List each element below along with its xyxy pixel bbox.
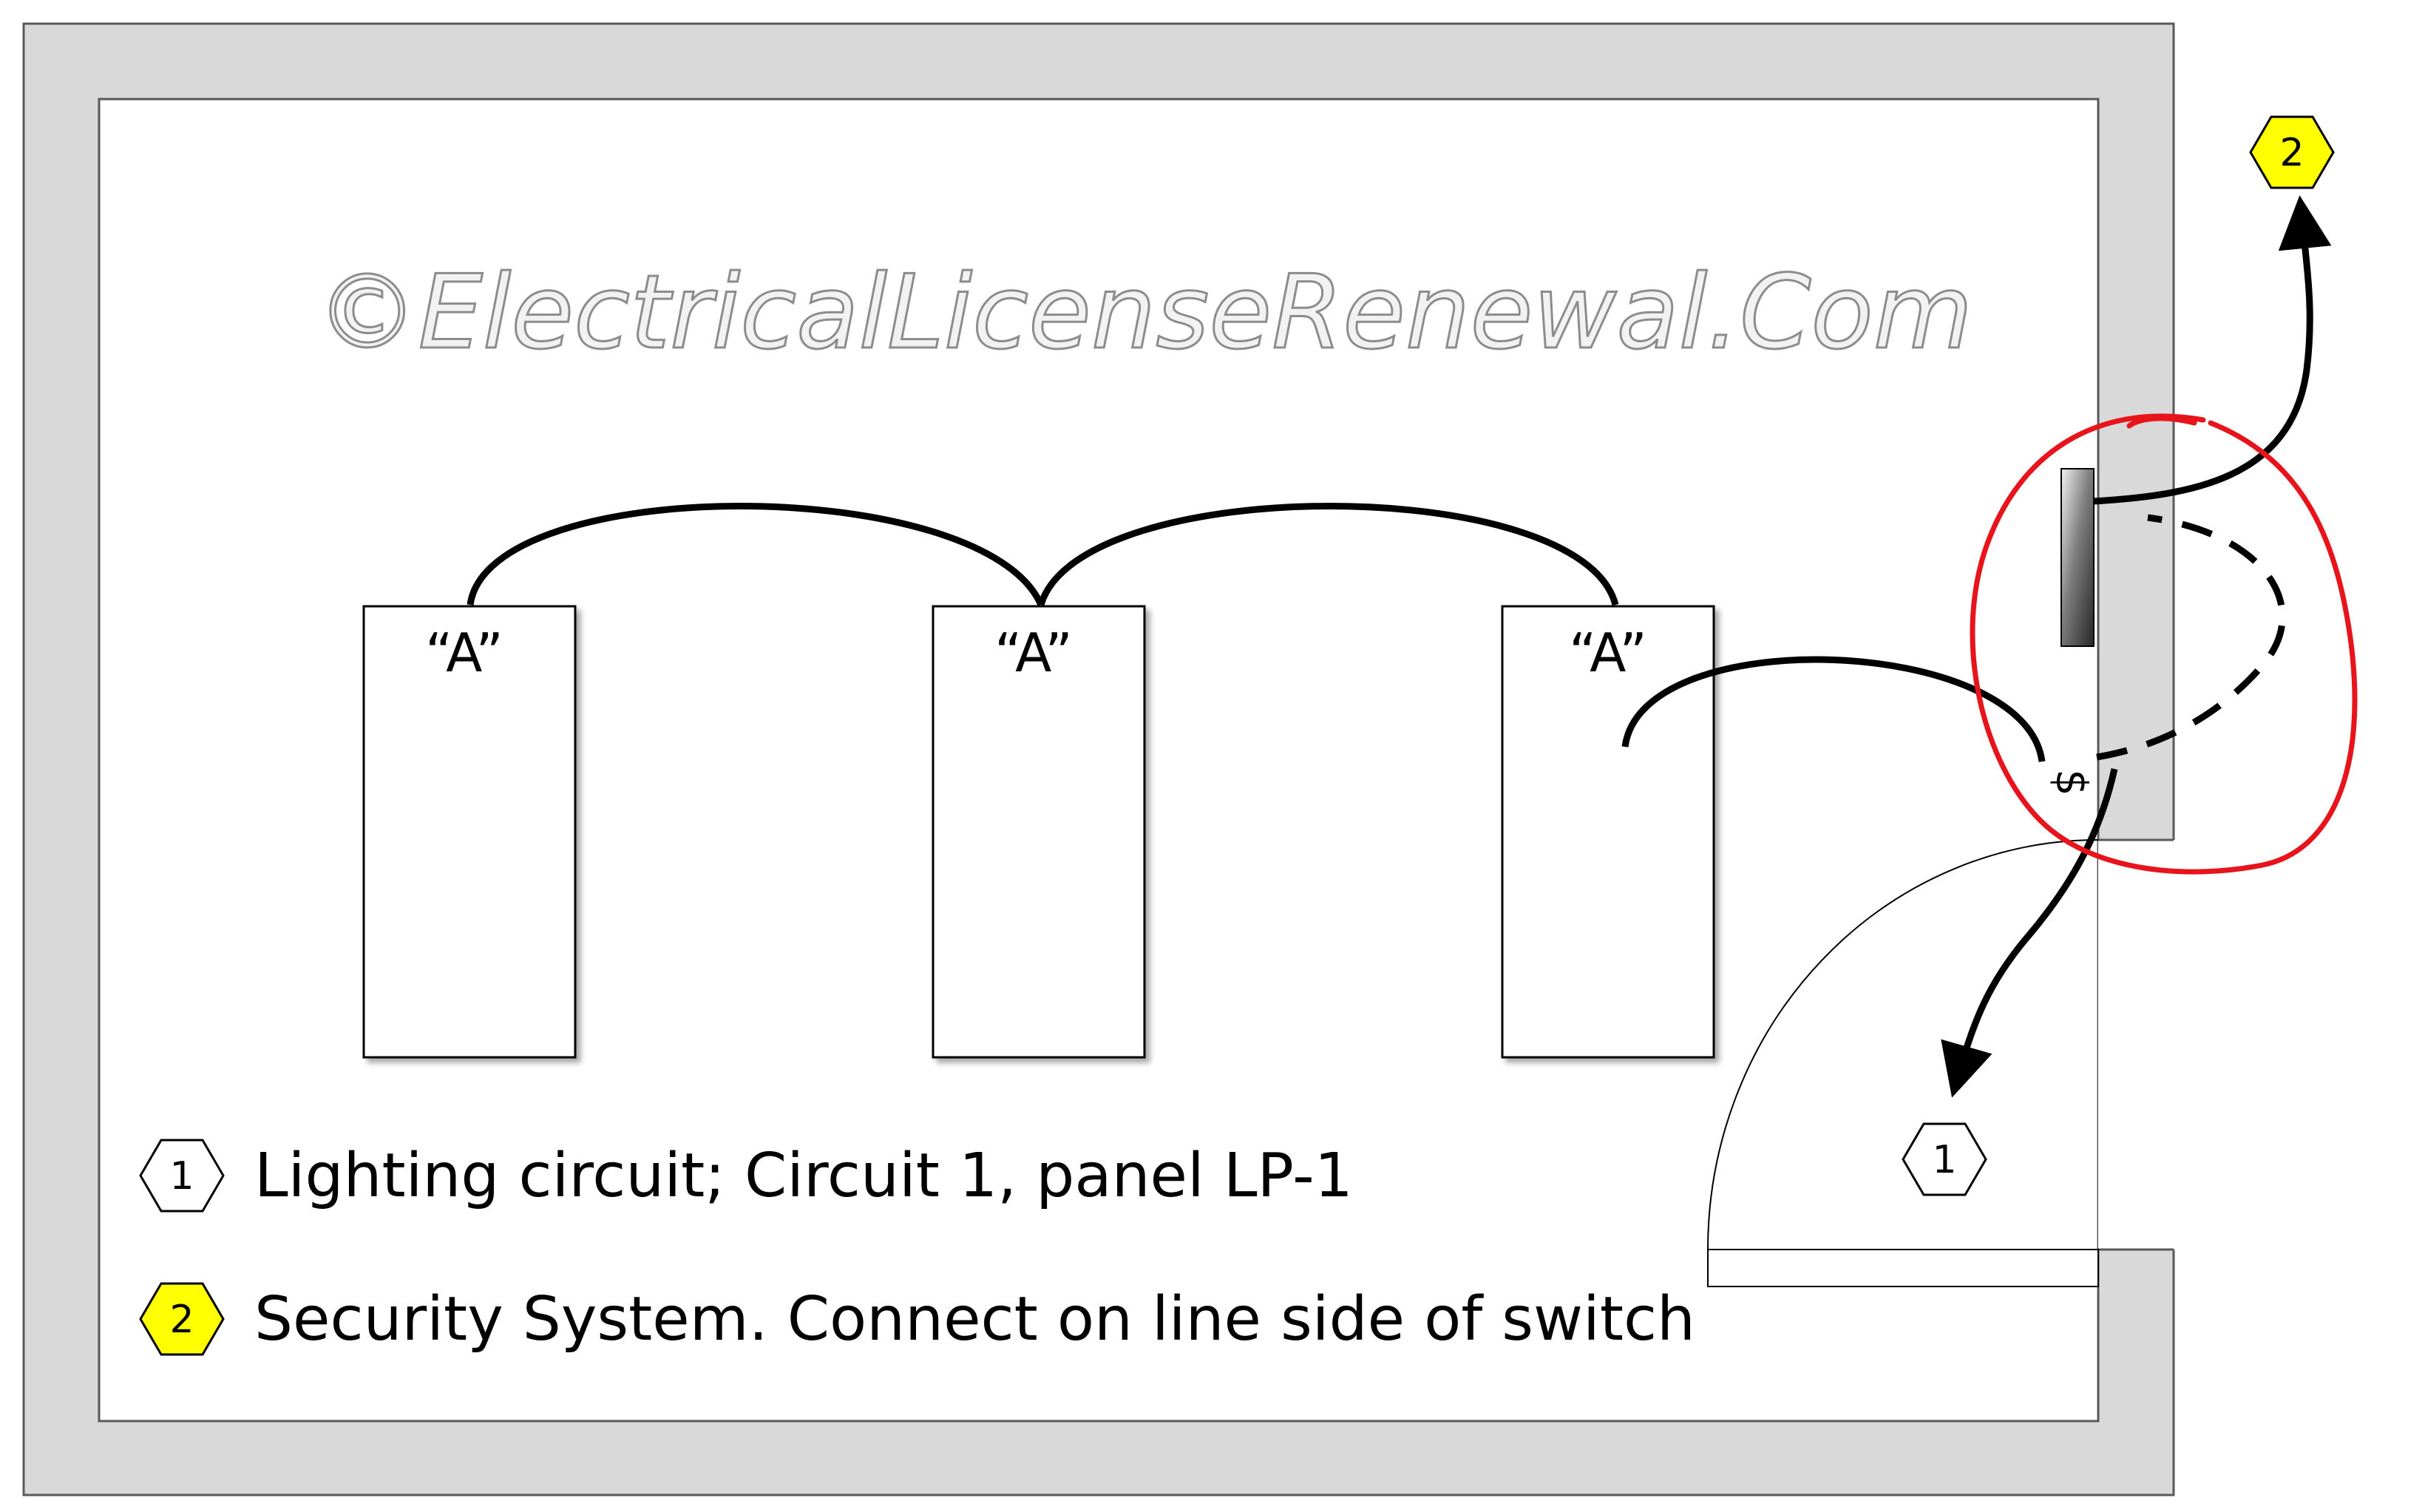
legend-text: Lighting circuit; Circuit 1, panel LP-1 bbox=[254, 1141, 1353, 1211]
svg-text:1: 1 bbox=[169, 1154, 194, 1199]
fixture-label: “A” bbox=[425, 622, 503, 684]
fixture-label: “A” bbox=[1569, 622, 1647, 684]
legend: 1 Lighting circuit; Circuit 1, panel LP-… bbox=[139, 1139, 1695, 1356]
home-run-tag-1: 1 bbox=[1902, 1122, 1987, 1196]
walls bbox=[22, 22, 2175, 1496]
svg-text:2: 2 bbox=[169, 1298, 194, 1342]
light-fixture: “A” bbox=[1501, 605, 1715, 1059]
wire-fixture-1-to-2 bbox=[467, 503, 1045, 606]
light-fixture: “A” bbox=[362, 605, 577, 1059]
watermark: ©ElectricalLicenseRenewal.Com bbox=[316, 253, 1973, 372]
legend-item-lighting: 1 Lighting circuit; Circuit 1, panel LP-… bbox=[139, 1139, 1353, 1213]
fixtures: “A” “A” “A” bbox=[362, 605, 1715, 1059]
door bbox=[1707, 839, 2099, 1287]
switch-symbol: $ bbox=[2046, 769, 2097, 796]
home-run-lighting bbox=[1941, 768, 2118, 1098]
svg-text:1: 1 bbox=[1932, 1138, 1956, 1182]
wire-fixture-3-to-switch bbox=[1621, 656, 2046, 762]
wire-fixture-2-to-3 bbox=[1037, 503, 1619, 606]
light-fixture: “A” bbox=[932, 605, 1146, 1059]
highlight-circle bbox=[1970, 413, 2358, 875]
fixture-label: “A” bbox=[994, 622, 1073, 684]
home-run-security bbox=[2093, 195, 2332, 505]
legend-item-security: 2 Security System. Connect on line side … bbox=[139, 1282, 1695, 1356]
svg-text:2: 2 bbox=[2279, 131, 2304, 175]
security-device bbox=[2061, 468, 2095, 647]
home-run-tag-2: 2 bbox=[2249, 115, 2335, 189]
wiring bbox=[467, 503, 2046, 762]
legend-text: Security System. Connect on line side of… bbox=[254, 1284, 1695, 1355]
dashed-connection bbox=[2096, 514, 2286, 761]
